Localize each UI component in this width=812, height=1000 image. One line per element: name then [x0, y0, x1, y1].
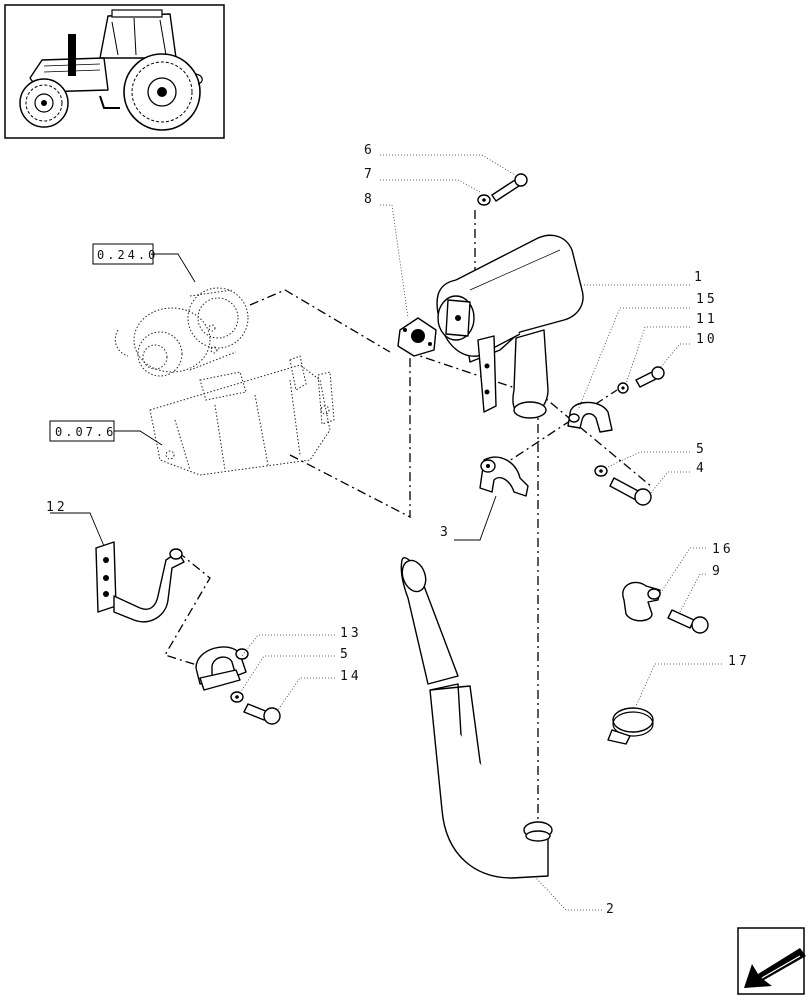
gasket-part — [397, 317, 437, 357]
callout-5a[interactable]: 5 — [696, 442, 707, 457]
turbocharger-ghost — [114, 287, 249, 377]
manifold-reference-label: 0.07.6 — [55, 425, 116, 439]
bolt-10-part — [635, 366, 665, 388]
exhaust-manifold-ghost — [149, 355, 335, 476]
bolt-6-part — [491, 173, 528, 202]
callout-17[interactable]: 17 — [728, 654, 750, 669]
bolt-14-part — [243, 703, 281, 725]
callout-7[interactable]: 7 — [364, 167, 375, 182]
washer-7-part — [477, 194, 491, 206]
callout-16[interactable]: 16 — [712, 542, 734, 557]
next-page-arrow-icon[interactable] — [737, 927, 806, 995]
callout-4[interactable]: 4 — [696, 461, 707, 476]
bolt-4-part — [609, 477, 652, 506]
bracket-12-part — [95, 541, 185, 623]
callout-8[interactable]: 8 — [364, 192, 375, 207]
assembly-lines — [164, 210, 653, 825]
bolt-9-part — [667, 609, 709, 634]
manifold-reference-box[interactable]: 0.07.6 — [49, 420, 116, 442]
clamp-17-part — [607, 707, 654, 745]
washer-5-part — [594, 465, 608, 477]
turbo-reference-label: 0.24.0 — [97, 248, 158, 262]
callout-2[interactable]: 2 — [606, 902, 617, 917]
callout-1[interactable]: 1 — [694, 270, 705, 285]
turbo-reference-box[interactable]: 0.24.0 — [92, 243, 158, 265]
clamp-3-part — [479, 456, 529, 497]
clamp-15-part — [567, 401, 613, 433]
callout-11[interactable]: 11 — [696, 312, 718, 327]
clamp-16-part — [622, 581, 661, 622]
muffler-part — [436, 234, 584, 419]
tractor-thumbnail-icon — [4, 4, 225, 139]
callout-10[interactable]: 10 — [696, 332, 718, 347]
callout-labels: 6 7 8 1 15 11 10 5 4 3 12 16 9 17 13 5 1… — [46, 143, 750, 917]
exhaust-stack-part — [400, 557, 553, 879]
callout-leaders — [239, 154, 722, 911]
callout-6[interactable]: 6 — [364, 143, 375, 158]
callout-12[interactable]: 12 — [46, 500, 68, 515]
callout-3[interactable]: 3 — [440, 525, 451, 540]
callout-14[interactable]: 14 — [340, 669, 362, 684]
clamp-13-part — [195, 646, 249, 691]
callout-5b[interactable]: 5 — [340, 647, 351, 662]
callout-15[interactable]: 15 — [696, 292, 718, 307]
callout-9[interactable]: 9 — [712, 564, 723, 579]
callout-leaders-solid — [50, 495, 497, 547]
callout-13[interactable]: 13 — [340, 626, 362, 641]
washer-5b-part — [230, 691, 244, 703]
washer-11-part — [617, 382, 629, 394]
